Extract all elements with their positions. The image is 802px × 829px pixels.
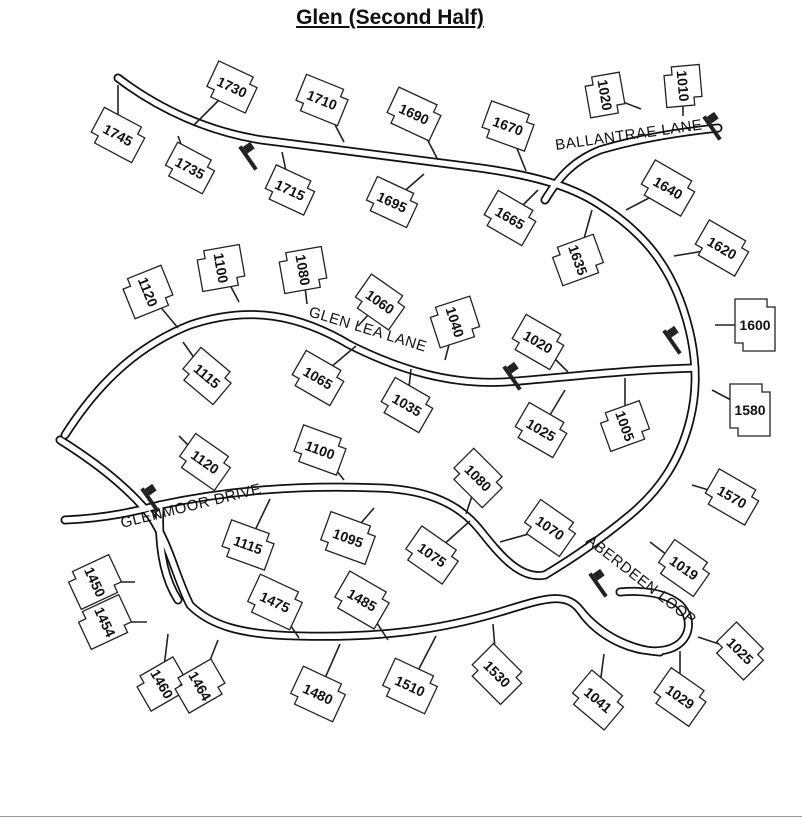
house-lot-1485 [333, 570, 391, 630]
house-lot-1060 [354, 273, 406, 331]
house-lot-1065 [291, 349, 345, 407]
house-lot-1070 [523, 498, 577, 558]
fire-hydrant-icon [502, 361, 522, 391]
lot-number: 1580 [734, 402, 765, 418]
house-lot-1735 [164, 141, 216, 195]
house-lot-1005 [599, 399, 651, 453]
lot-number: 1020 [594, 78, 615, 112]
house-lot-1475 [246, 573, 304, 631]
house-lot-1710 [295, 73, 349, 127]
house-lot-1019 [657, 538, 711, 598]
house-lot-1041 [571, 669, 625, 731]
house-lot-1115 [182, 346, 232, 406]
house-lot-1464 [174, 658, 226, 714]
road-aberdeen-loop [577, 588, 692, 654]
house-lot-1020 [511, 313, 565, 371]
lot-number: 1080 [292, 253, 313, 287]
hydrant-pole [662, 329, 682, 355]
fire-hydrant-icon [702, 111, 722, 141]
house-lot-1100 [196, 243, 246, 293]
house-lot-1695 [365, 175, 419, 229]
house-lot-1100 [293, 424, 347, 476]
house-lot-1020 [584, 71, 626, 119]
house-lot-1530 [471, 642, 523, 706]
hydrant-pole [588, 572, 608, 598]
house-lot-1745 [90, 106, 146, 164]
hydrant-pole [702, 115, 722, 141]
house-lot-1480 [289, 665, 347, 723]
house-lot-1580 [729, 383, 771, 437]
house-lot-1075 [404, 525, 460, 585]
hydrant-head [506, 361, 519, 374]
hydrant-pole [502, 365, 522, 391]
house-lot-1040 [429, 295, 481, 349]
map-title: Glen (Second Half) [296, 6, 484, 29]
lot-number: 1010 [674, 70, 693, 103]
house-lot-1730 [206, 60, 258, 114]
house-lot-1450 [67, 553, 123, 611]
house-lot-1665 [483, 189, 537, 247]
road-glenmoor-south [156, 502, 181, 603]
house-lot-1115 [221, 519, 275, 571]
road-ballantrae [542, 125, 721, 203]
street-label-ballantrae-lane: BALLANTRAE LANE [554, 116, 703, 153]
fire-hydrant-icon [662, 325, 682, 355]
house-lot-1690 [386, 86, 442, 142]
house-lot-1635 [551, 233, 605, 287]
house-lot-1640 [640, 159, 696, 217]
road-glenlea [62, 311, 698, 438]
house-lot-1025 [715, 621, 765, 681]
hydrant-pole [140, 487, 160, 513]
house-lot-1080 [453, 447, 503, 509]
hydrant-head [592, 568, 605, 581]
hydrant-head [144, 483, 157, 496]
hydrant-head [666, 325, 679, 338]
house-lot-1080 [278, 245, 328, 295]
house-lot-1620 [694, 219, 750, 277]
house-lot-1120 [122, 264, 174, 320]
lot-number: 1600 [739, 317, 770, 333]
house-lot-1454 [77, 593, 133, 651]
roads [55, 73, 723, 657]
fire-hydrant-icon [140, 483, 160, 513]
hydrant-head [706, 111, 719, 124]
hydrant-head [242, 141, 255, 154]
house-lot-1570 [704, 468, 760, 526]
road-glenmoor [62, 484, 548, 579]
house-lot-1600 [734, 298, 776, 352]
house-lot-1120 [178, 432, 232, 492]
house-lot-1025 [514, 401, 568, 459]
house-lot-1095 [319, 510, 377, 566]
hydrant-pole [238, 145, 258, 171]
house-lot-1715 [264, 164, 316, 216]
fire-hydrant-icon [588, 568, 608, 598]
road-top [115, 75, 698, 578]
houses [67, 60, 776, 731]
house-lot-1510 [381, 657, 439, 715]
hydrants [140, 111, 722, 598]
house-lot-1670 [481, 100, 535, 152]
page-bottom-rule [0, 816, 802, 817]
lot-number: 1100 [210, 252, 231, 285]
house-lot-1010 [663, 63, 703, 109]
house-lot-1035 [380, 376, 434, 434]
fire-hydrant-icon [238, 141, 258, 171]
house-lot-1029 [653, 666, 707, 728]
